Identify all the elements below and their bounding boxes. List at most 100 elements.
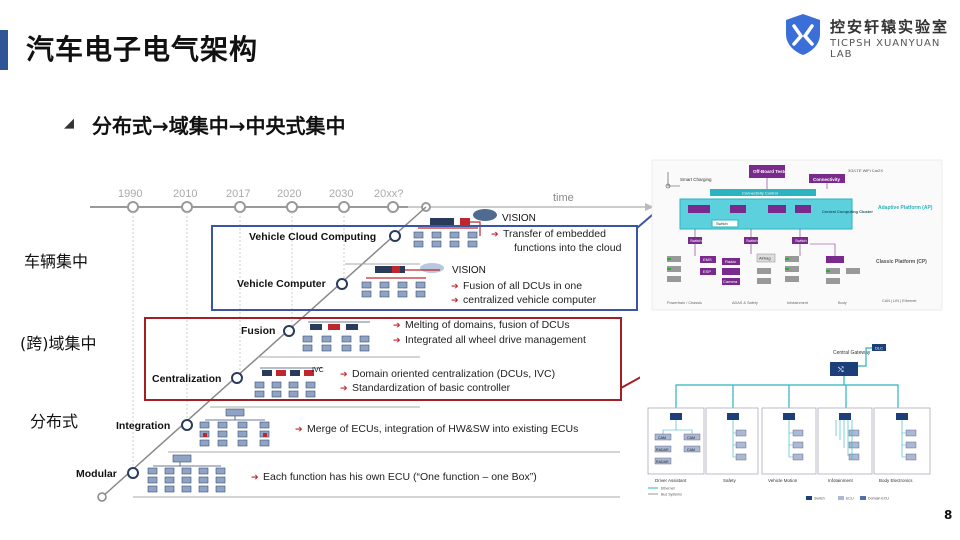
stage-name: Vehicle Cloud Computing	[249, 231, 376, 243]
svg-text:Central Gateway: Central Gateway	[833, 350, 871, 356]
ecu-cluster-centralization: IVC	[254, 367, 324, 398]
label-distributed: 分布式	[30, 412, 79, 431]
svg-text:➔: ➔	[340, 383, 348, 393]
svg-text:Bus Systems: Bus Systems	[661, 493, 682, 497]
vehicle-centralization-box	[211, 225, 638, 311]
svg-text:Camera: Camera	[723, 279, 738, 284]
svg-text:Switch: Switch	[690, 238, 702, 243]
domain-centralization-box	[144, 317, 622, 401]
lab-logo-icon	[786, 14, 820, 55]
svg-text:Connectivity Control: Connectivity Control	[742, 191, 778, 196]
svg-text:Switch: Switch	[795, 238, 807, 243]
stage-desc: Each function has his own ECU (“One func…	[263, 471, 537, 483]
svg-text:Airbag: Airbag	[759, 256, 771, 261]
svg-text:CAM: CAM	[687, 436, 695, 440]
label-vehicle-centralization: 车辆集中	[24, 252, 89, 271]
svg-text:Switch: Switch	[716, 221, 728, 226]
evolution-diagonal	[101, 206, 427, 498]
stage-desc: Standardization of basic controller	[352, 382, 511, 394]
ecu-cluster-integration	[199, 408, 270, 447]
stage-marker-integration	[181, 419, 193, 431]
svg-text:Adaptive Platform (AP): Adaptive Platform (AP)	[878, 205, 933, 211]
year-label: 2030	[329, 188, 353, 200]
svg-text:Connectivity: Connectivity	[813, 177, 841, 182]
stage-name: Vehicle Computer	[237, 278, 326, 290]
stage-name: Centralization	[152, 373, 221, 385]
svg-text:Vehicle Motion: Vehicle Motion	[768, 478, 798, 483]
svg-text:Driver Assistant: Driver Assistant	[655, 478, 687, 483]
page-number: 8	[944, 508, 953, 522]
ecu-cluster-fusion	[302, 321, 370, 352]
svg-text:➔: ➔	[491, 229, 499, 239]
stage-marker-vehicle-computer	[336, 278, 348, 290]
year-dot	[234, 201, 246, 213]
domain-gateway-diagram: Central Gateway ⤭ DLC	[640, 338, 940, 506]
year-label: 20xx?	[374, 188, 403, 200]
vision-tag: VISION	[502, 213, 536, 224]
ecu-cluster-cloud	[413, 209, 497, 248]
svg-text:Body Electronics: Body Electronics	[879, 478, 913, 483]
stage-marker-fusion	[283, 325, 295, 337]
svg-text:Infotainment: Infotainment	[787, 301, 809, 305]
svg-text:➔: ➔	[393, 320, 401, 330]
stage-marker-cloud	[389, 230, 401, 242]
svg-text:CAN | LIN | Ethernet: CAN | LIN | Ethernet	[882, 299, 917, 303]
year-label: 2017	[226, 188, 250, 200]
label-cross-domain: (跨)域集中	[20, 334, 97, 353]
stage-marker-modular	[127, 467, 139, 479]
lab-name-cn: 控安轩辕实验室	[830, 18, 950, 36]
slide-title: 汽车电子电气架构	[26, 33, 259, 66]
svg-text:Infotainment: Infotainment	[828, 478, 854, 483]
timeline-label: time	[553, 192, 574, 204]
svg-text:EMS: EMS	[703, 257, 712, 262]
svg-text:➔: ➔	[340, 369, 348, 379]
stage-desc: Transfer of embedded	[503, 228, 606, 240]
stage-name: Integration	[116, 420, 170, 432]
central-computing-diagram: Smart Charging Off-Board Tester Connecti…	[651, 159, 943, 311]
stage-desc: functions into the cloud	[514, 242, 622, 254]
svg-text:Radar: Radar	[725, 259, 737, 264]
svg-text:3G/LTE WiFi Car2X: 3G/LTE WiFi Car2X	[848, 168, 883, 173]
svg-text:➔: ➔	[451, 295, 459, 305]
svg-text:Ethernet: Ethernet	[661, 487, 675, 491]
accent-bar	[0, 30, 8, 70]
stage-name: Modular	[76, 468, 117, 480]
stage-desc: Melting of domains, fusion of DCUs	[405, 319, 570, 331]
ecu-cluster-vehicle-computer	[361, 263, 444, 298]
stage-desc: Merge of ECUs, integration of HW&SW into…	[307, 423, 578, 435]
svg-text:RADAR: RADAR	[656, 460, 669, 464]
year-dot	[338, 201, 350, 213]
svg-text:Central Computing Cluster: Central Computing Cluster	[822, 209, 873, 214]
year-dot	[286, 201, 298, 213]
stage-desc: Fusion of all DCUs in one	[463, 280, 582, 292]
stage-marker-centralization	[231, 372, 243, 384]
svg-text:Safety: Safety	[723, 478, 737, 483]
svg-text:➔: ➔	[295, 424, 303, 434]
svg-text:Off-Board Tester: Off-Board Tester	[753, 169, 789, 174]
svg-text:Domain ECU: Domain ECU	[868, 497, 889, 501]
year-label: 1990	[118, 188, 142, 200]
svg-text:ECU: ECU	[846, 497, 854, 501]
svg-text:⤭: ⤭	[838, 367, 844, 374]
stage-desc: centralized vehicle computer	[463, 294, 597, 306]
stage-name: Fusion	[241, 325, 275, 337]
svg-text:CAM: CAM	[658, 436, 666, 440]
vision-tag: VISION	[452, 265, 486, 276]
svg-text:DLC: DLC	[875, 346, 883, 351]
stage-desc: Integrated all wheel drive management	[405, 334, 586, 346]
year-dot	[387, 201, 399, 213]
svg-text:ESP: ESP	[703, 269, 711, 274]
year-markers: 1990 2010 2017 2020 2030 20xx?	[118, 188, 403, 200]
bullet-icon: ◢	[64, 116, 74, 131]
svg-text:➔: ➔	[251, 472, 259, 482]
svg-text:Smart Charging: Smart Charging	[680, 177, 712, 182]
ecu-cluster-modular	[147, 454, 226, 493]
svg-text:Body: Body	[838, 301, 847, 305]
svg-text:ADAS & Safety: ADAS & Safety	[732, 301, 758, 305]
svg-text:IVC: IVC	[312, 367, 324, 374]
svg-text:Powertrain / Chassis: Powertrain / Chassis	[667, 301, 702, 305]
year-label: 2010	[173, 188, 197, 200]
year-label: 2020	[277, 188, 301, 200]
svg-text:➔: ➔	[393, 335, 401, 345]
